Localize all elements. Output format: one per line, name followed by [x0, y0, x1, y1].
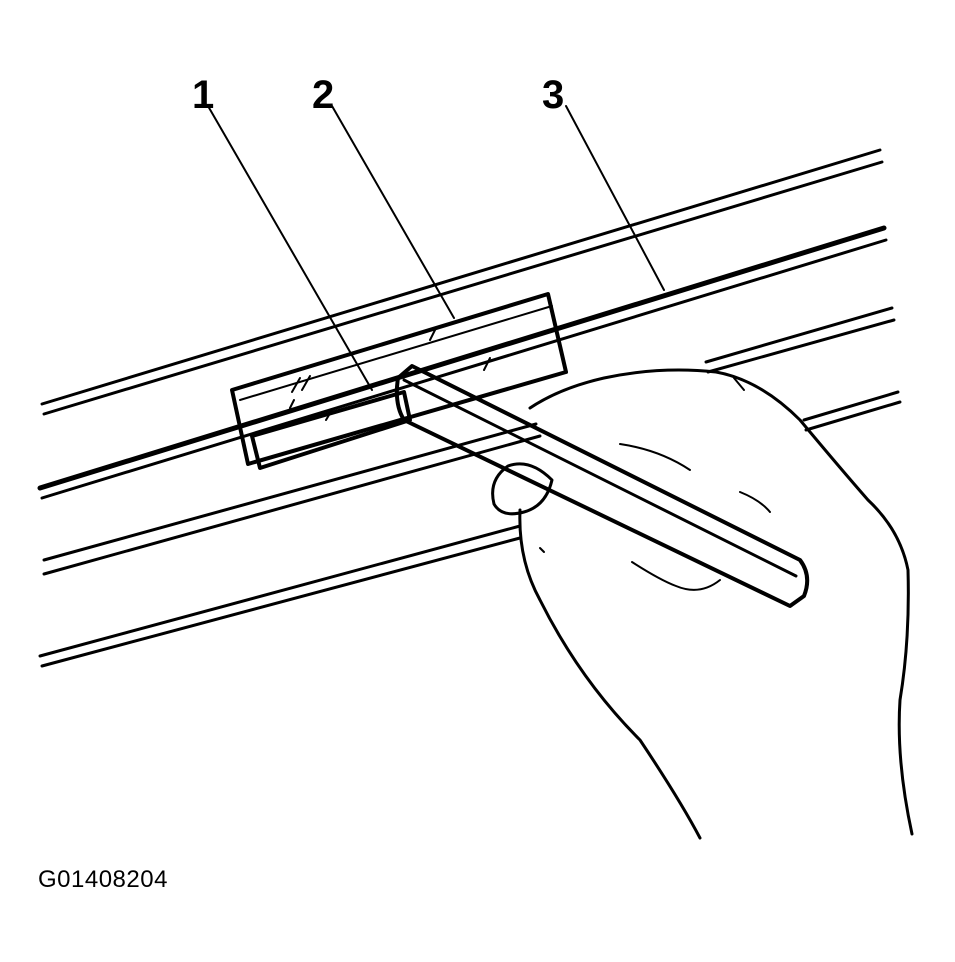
callout-3: 3	[542, 73, 564, 117]
hand-with-tool	[394, 364, 914, 840]
leader-lines	[207, 105, 665, 391]
adhesive-tape	[230, 292, 568, 470]
figure-id: G01408204	[38, 866, 168, 893]
callout-2: 2	[312, 73, 334, 117]
callout-1: 1	[192, 73, 214, 117]
channel-rails	[37, 148, 902, 668]
